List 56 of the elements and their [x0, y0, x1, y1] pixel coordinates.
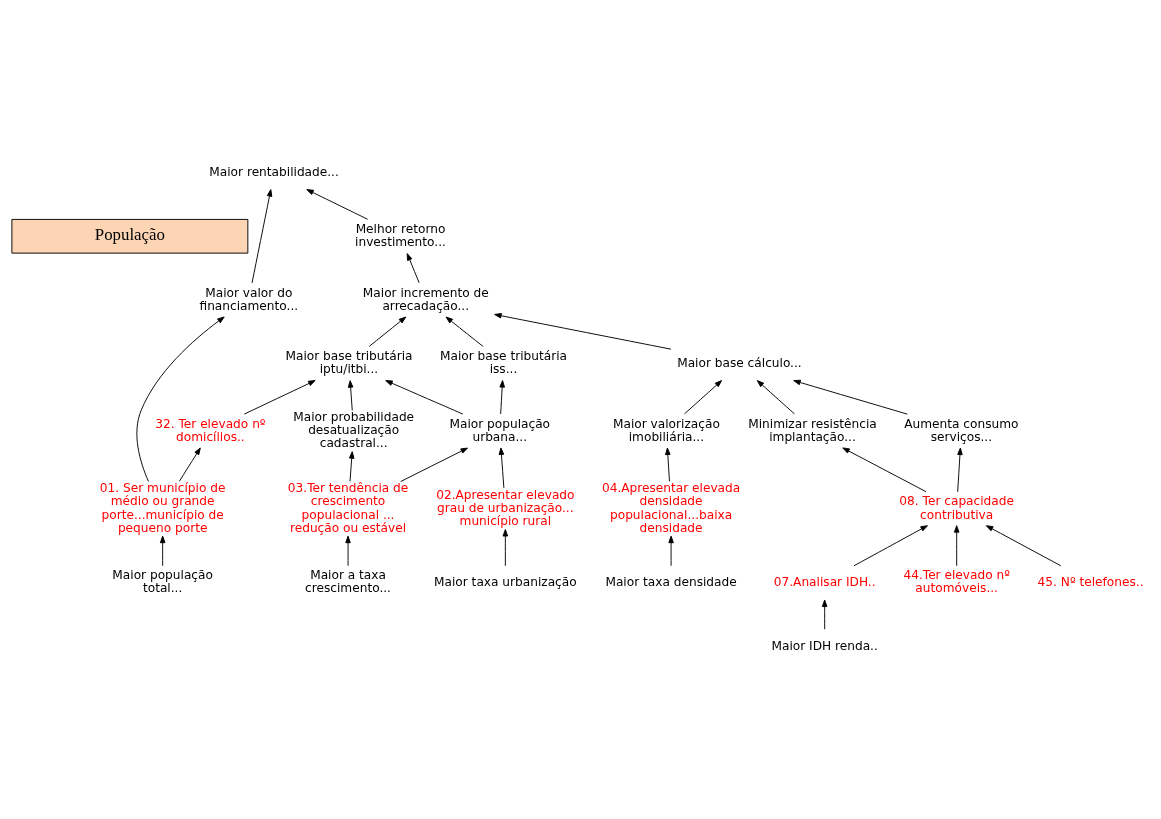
- arrow: [251, 189, 273, 284]
- node-text: 44.Ter elevado nº automóveis...: [903, 568, 1010, 596]
- arrow: [853, 525, 928, 567]
- arrow: [406, 253, 420, 284]
- node-text: Maior base tributária iss...: [439, 349, 568, 377]
- arrow: [953, 525, 960, 567]
- node-text: Maior valorização imobiliária...: [612, 416, 720, 444]
- arrow: [494, 313, 672, 350]
- node-text: 07.Analisar IDH..: [773, 574, 876, 589]
- node-text: 08. Ter capacidade contributiva: [899, 494, 1014, 522]
- node-text: Maior base cálculo...: [677, 355, 802, 370]
- node-text: 04.Apresentar elevada densidade populacional...baixa densidade: [601, 481, 741, 535]
- arrow: [842, 447, 927, 493]
- arrow: [756, 380, 795, 415]
- node-text: Maior a taxa crescimento...: [305, 568, 391, 596]
- node-text: Maior população urbana...: [449, 416, 551, 444]
- arrow: [957, 447, 963, 493]
- arrow: [347, 380, 354, 411]
- node-text: 32. Ter elevado nº domicílios..: [155, 416, 266, 444]
- node-text: Maior rentabilidade...: [209, 164, 339, 179]
- node-text: Maior valor do financiamento...: [199, 285, 299, 313]
- arrow: [159, 535, 166, 567]
- node-text: Maior população total...: [112, 568, 213, 596]
- arrow: [499, 380, 505, 415]
- arrow: [793, 379, 908, 415]
- arrow: [306, 189, 369, 220]
- arrow: [348, 451, 355, 482]
- arrow: [502, 529, 509, 567]
- node-text: Melhor retorno investimento...: [355, 221, 446, 250]
- node-box: População: [11, 218, 249, 254]
- node-text: Maior IDH renda..: [771, 638, 878, 653]
- arrow: [684, 380, 723, 415]
- arrow: [345, 535, 351, 567]
- arrow: [385, 380, 464, 415]
- arrow: [136, 316, 225, 482]
- node-text: 03.Ter tendência de crescimento populacional ... redução ou estável: [287, 481, 409, 535]
- node-text: Maior incremento de arrecadação...: [362, 285, 489, 313]
- arrow: [445, 316, 484, 347]
- node-text: Maior probabilidade desatualização cadastral...: [293, 410, 415, 451]
- arrow: [665, 447, 671, 482]
- node-text: Maior taxa urbanização: [434, 574, 577, 589]
- node-text: Maior base tributária iptu/itbi...: [285, 349, 413, 377]
- arrow: [498, 447, 505, 489]
- arrow: [178, 447, 201, 482]
- node-text: 01. Ser município de médio ou grande porte...município de pequeno porte: [99, 481, 226, 535]
- arrow: [668, 535, 674, 567]
- arrow: [368, 316, 407, 347]
- node-text: 02.Apresentar elevado grau de urbanização... município rural: [436, 487, 575, 529]
- node-text: Aumenta consumo serviços...: [904, 416, 1019, 444]
- node-text: Minimizar resistência implantação...: [748, 416, 877, 444]
- arrow: [985, 525, 1062, 567]
- arrow: [400, 447, 468, 482]
- arrow: [821, 599, 828, 630]
- node-text: 45. Nº telefones..: [1037, 574, 1144, 589]
- arrow: [243, 380, 316, 415]
- node-text: Maior taxa densidade: [605, 574, 737, 589]
